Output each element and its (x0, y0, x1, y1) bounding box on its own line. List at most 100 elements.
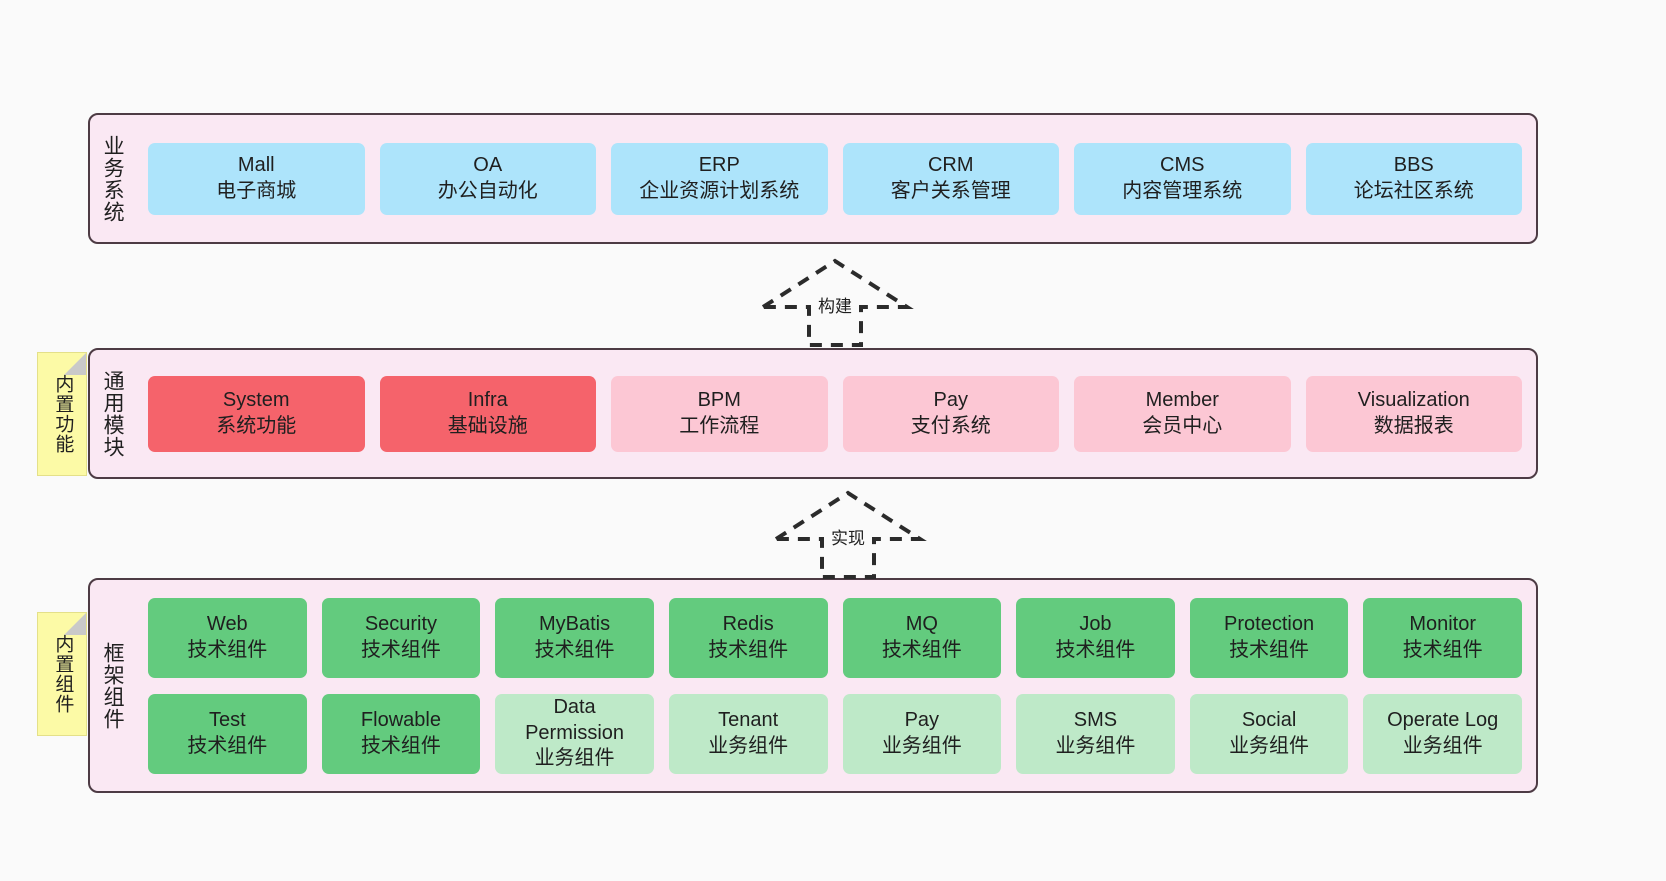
card-subtitle: 电子商城 (216, 179, 297, 202)
card-protection[interactable]: Protection 技术组件 (1189, 597, 1349, 678)
card-social[interactable]: Social 业务组件 (1189, 693, 1349, 774)
card-sms[interactable]: SMS 业务组件 (1016, 693, 1175, 774)
dashed-hollow-arrow-up-icon (756, 258, 914, 347)
card-bbs[interactable]: BBS 论坛社区系统 (1305, 142, 1522, 215)
card-visualization[interactable]: Visualization 数据报表 (1305, 375, 1522, 452)
connector-implement: 实现 (758, 487, 938, 582)
card-subtitle: 技术组件 (1402, 638, 1483, 661)
layer-framework-body: Web 技术组件 Security 技术组件 MyBatis 技术组件 Redi… (134, 580, 1536, 791)
card-title: Pay (904, 708, 940, 731)
card-title: Monitor (1409, 612, 1477, 635)
card-erp[interactable]: ERP 企业资源计划系统 (611, 142, 828, 215)
card-subtitle: 业务组件 (881, 734, 962, 757)
card-title: ERP (698, 153, 740, 176)
note-builtin-features: 内置功能 (37, 352, 87, 476)
card-title: Social (1241, 708, 1297, 731)
card-title: Mall (237, 153, 275, 176)
card-cms[interactable]: CMS 内容管理系统 (1074, 142, 1291, 215)
card-subtitle: 技术组件 (1055, 638, 1136, 661)
card-title: BBS (1393, 153, 1434, 176)
card-title: Test (208, 708, 246, 731)
layer-business-systems: 业务系统 Mall 电子商城 OA 办公自动化 ERP 企业资源计划系统 CRM… (88, 113, 1538, 244)
card-pay[interactable]: Pay 支付系统 (842, 375, 1059, 452)
card-subtitle: 办公自动化 (437, 179, 538, 202)
card-title: CMS (1160, 153, 1205, 176)
card-subtitle: 内容管理系统 (1122, 179, 1243, 202)
card-title: Operate Log (1387, 708, 1499, 731)
card-subtitle: 论坛社区系统 (1353, 179, 1474, 202)
card-mq[interactable]: MQ 技术组件 (842, 597, 1002, 678)
card-web[interactable]: Web 技术组件 (148, 597, 307, 678)
card-title: Tenant (718, 708, 779, 731)
card-subtitle: 客户关系管理 (890, 179, 1011, 202)
business-card-row: Mall 电子商城 OA 办公自动化 ERP 企业资源计划系统 CRM 客户关系… (148, 142, 1522, 215)
layer-business-body: Mall 电子商城 OA 办公自动化 ERP 企业资源计划系统 CRM 客户关系… (134, 115, 1536, 242)
layer-framework-title: 框架组件 (101, 641, 125, 730)
card-title: Protection (1224, 612, 1315, 635)
card-redis[interactable]: Redis 技术组件 (668, 597, 828, 678)
card-title: CRM (927, 153, 974, 176)
card-flowable[interactable]: Flowable 技术组件 (321, 693, 481, 774)
card-security[interactable]: Security 技术组件 (321, 597, 481, 678)
layer-framework-components: 框架组件 Web 技术组件 Security 技术组件 MyBatis 技术组件… (88, 578, 1538, 793)
card-system[interactable]: System 系统功能 (148, 375, 365, 452)
card-title: Member (1145, 388, 1219, 411)
note-label: 内置组件 (52, 634, 74, 714)
layer-business-title: 业务系统 (101, 134, 125, 223)
card-title: System (222, 388, 290, 411)
card-title: Infra (467, 388, 508, 411)
card-subtitle: 业务组件 (1055, 734, 1136, 757)
card-subtitle: 工作流程 (679, 414, 760, 437)
connector-build: 构建 (745, 255, 925, 350)
card-title: Security (364, 612, 438, 635)
card-title: MyBatis (539, 612, 611, 635)
card-title: Visualization (1357, 388, 1470, 411)
card-subtitle: 技术组件 (1229, 638, 1310, 661)
framework-tech-row: Web 技术组件 Security 技术组件 MyBatis 技术组件 Redi… (148, 597, 1522, 678)
card-title: Pay (933, 388, 968, 411)
card-title: MQ (905, 612, 938, 635)
card-title: Data Permission (525, 696, 625, 744)
card-subtitle: 支付系统 (910, 414, 991, 437)
card-subtitle: 技术组件 (360, 734, 441, 757)
card-crm[interactable]: CRM 客户关系管理 (842, 142, 1059, 215)
card-title: Flowable (360, 708, 441, 731)
layer-common-modules: 通用模块 System 系统功能 Infra 基础设施 BPM 工作流程 Pay… (88, 348, 1538, 479)
card-title: Web (206, 612, 248, 635)
card-subtitle: 基础设施 (447, 414, 528, 437)
framework-biz-row: Test 技术组件 Flowable 技术组件 Data Permission … (148, 693, 1522, 774)
card-subtitle: 技术组件 (881, 638, 962, 661)
card-mybatis[interactable]: MyBatis 技术组件 (495, 597, 654, 678)
card-infra[interactable]: Infra 基础设施 (379, 375, 596, 452)
note-label: 内置功能 (52, 374, 74, 454)
connector-build-label: 构建 (818, 297, 852, 316)
card-subtitle: 技术组件 (708, 638, 789, 661)
dashed-hollow-arrow-up-icon (769, 490, 927, 579)
card-title: Job (1079, 612, 1112, 635)
card-monitor[interactable]: Monitor 技术组件 (1363, 597, 1522, 678)
card-bpm[interactable]: BPM 工作流程 (611, 375, 828, 452)
card-oa[interactable]: OA 办公自动化 (379, 142, 596, 215)
card-title: SMS (1073, 708, 1118, 731)
card-mall[interactable]: Mall 电子商城 (148, 142, 365, 215)
card-subtitle: 业务组件 (708, 734, 789, 757)
card-test[interactable]: Test 技术组件 (148, 693, 307, 774)
card-tenant[interactable]: Tenant 业务组件 (668, 693, 828, 774)
common-card-row: System 系统功能 Infra 基础设施 BPM 工作流程 Pay 支付系统… (148, 375, 1522, 452)
card-operate-log[interactable]: Operate Log 业务组件 (1363, 693, 1522, 774)
card-job[interactable]: Job 技术组件 (1016, 597, 1175, 678)
connector-implement-label: 实现 (831, 529, 865, 548)
card-subtitle: 业务组件 (1402, 734, 1483, 757)
card-member[interactable]: Member 会员中心 (1074, 375, 1291, 452)
card-subtitle: 数据报表 (1373, 414, 1454, 437)
card-data-permission[interactable]: Data Permission 业务组件 (495, 693, 654, 774)
card-subtitle: 技术组件 (360, 638, 441, 661)
card-subtitle: 业务组件 (534, 747, 615, 770)
card-subtitle: 技术组件 (187, 638, 268, 661)
card-subtitle: 技术组件 (534, 638, 615, 661)
card-pay-component[interactable]: Pay 业务组件 (842, 693, 1002, 774)
card-title: OA (473, 153, 503, 176)
card-subtitle: 系统功能 (216, 414, 297, 437)
layer-common-title: 通用模块 (101, 369, 125, 458)
card-title: Redis (722, 612, 774, 635)
